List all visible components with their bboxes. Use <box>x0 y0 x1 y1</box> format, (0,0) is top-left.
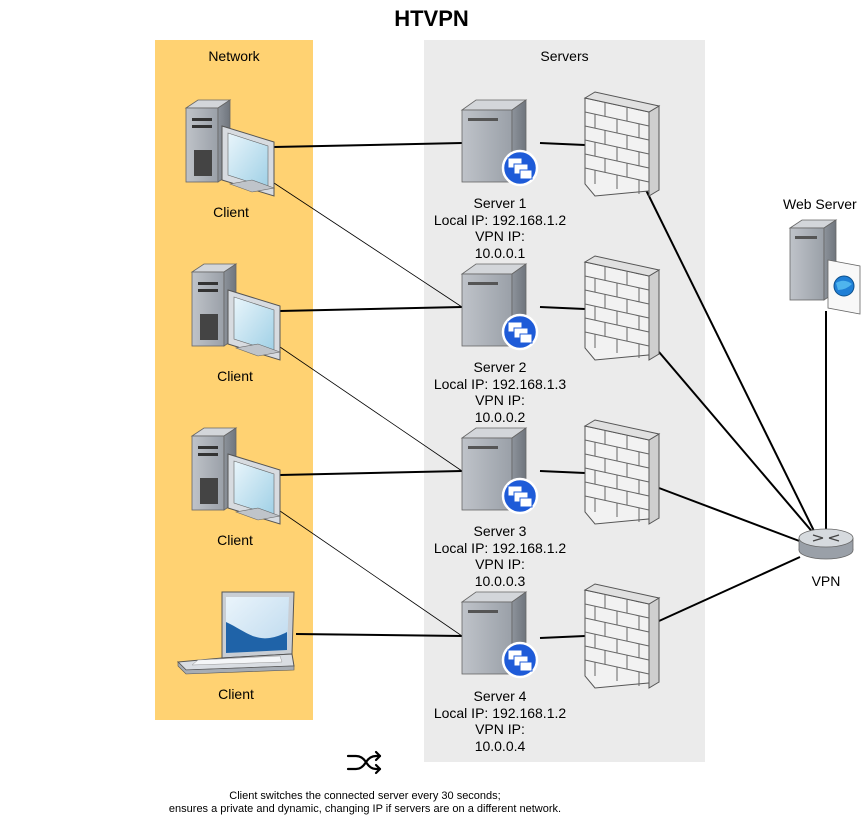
server-1-local-ip: Local IP: 192.168.1.2 <box>433 211 567 228</box>
firewall-1-icon <box>584 91 660 197</box>
server-2-local-ip: Local IP: 192.168.1.3 <box>433 375 567 392</box>
network-lane-title: Network <box>208 48 260 64</box>
link-client4-server4 <box>295 633 463 637</box>
link-firewall3-vpn <box>658 487 803 543</box>
client-3-desktop-icon <box>190 427 282 525</box>
client-1-desktop-icon <box>184 99 276 197</box>
diagram-caption: Client switches the connected server eve… <box>100 790 630 816</box>
firewall-2-icon <box>584 255 660 361</box>
server-2-vpn-ip-label: VPN IP: <box>475 392 525 408</box>
link-firewall2-vpn <box>658 351 816 536</box>
firewall-3-icon <box>584 419 660 525</box>
link-client3-server4 <box>279 510 463 637</box>
server-4-label: Server 4 Local IP: 192.168.1.2 VPN IP: 1… <box>420 688 580 754</box>
servers-lane-title: Servers <box>540 48 589 64</box>
router-icon <box>798 528 854 560</box>
server-2-name: Server 2 <box>473 359 527 375</box>
server-3-icon <box>460 427 539 515</box>
link-client2-server2 <box>279 306 463 312</box>
server-2-vpn-ip: 10.0.0.2 <box>474 408 526 425</box>
server-3-name: Server 3 <box>473 523 527 539</box>
link-firewall4-vpn <box>658 556 801 622</box>
server-3-local-ip: Local IP: 192.168.1.2 <box>433 539 567 556</box>
server-1-icon <box>460 99 539 187</box>
server-4-icon <box>460 591 539 679</box>
server-3-label: Server 3 Local IP: 192.168.1.2 VPN IP: 1… <box>420 523 580 589</box>
link-client1-server1 <box>273 142 463 148</box>
web-server-icon <box>788 219 861 315</box>
server-2-icon <box>460 263 539 351</box>
client-4-laptop-icon <box>176 591 295 675</box>
server-4-vpn-ip-label: VPN IP: <box>475 721 525 737</box>
firewall-4-icon <box>584 583 660 689</box>
client-4-label: Client <box>218 686 254 702</box>
server-1-vpn-ip: 10.0.0.1 <box>474 244 526 261</box>
caption-line-2: ensures a private and dynamic, changing … <box>168 803 562 815</box>
server-2-label: Server 2 Local IP: 192.168.1.3 VPN IP: 1… <box>420 359 580 425</box>
server-1-label: Server 1 Local IP: 192.168.1.2 VPN IP: 1… <box>420 195 580 261</box>
server-3-vpn-ip-label: VPN IP: <box>475 556 525 572</box>
server-3-vpn-ip: 10.0.0.3 <box>474 572 526 589</box>
diagram-title: HTVPN <box>394 6 469 31</box>
server-4-local-ip: Local IP: 192.168.1.2 <box>433 704 567 721</box>
link-client2-server3 <box>279 346 463 472</box>
link-client1-server2 <box>273 182 463 308</box>
server-4-name: Server 4 <box>473 688 527 704</box>
server-1-vpn-ip-label: VPN IP: <box>475 228 525 244</box>
caption-line-1: Client switches the connected server eve… <box>229 790 501 802</box>
shuffle-icon <box>346 750 382 775</box>
web-server-label: Web Server <box>783 196 857 212</box>
vpn-label: VPN <box>811 573 841 589</box>
link-client3-server3 <box>279 470 463 476</box>
link-firewall1-vpn <box>645 189 816 534</box>
server-1-name: Server 1 <box>473 195 527 211</box>
client-2-label: Client <box>217 368 253 384</box>
client-1-label: Client <box>213 204 249 220</box>
client-3-label: Client <box>217 532 253 548</box>
client-2-desktop-icon <box>190 263 282 361</box>
server-4-vpn-ip: 10.0.0.4 <box>474 737 526 754</box>
